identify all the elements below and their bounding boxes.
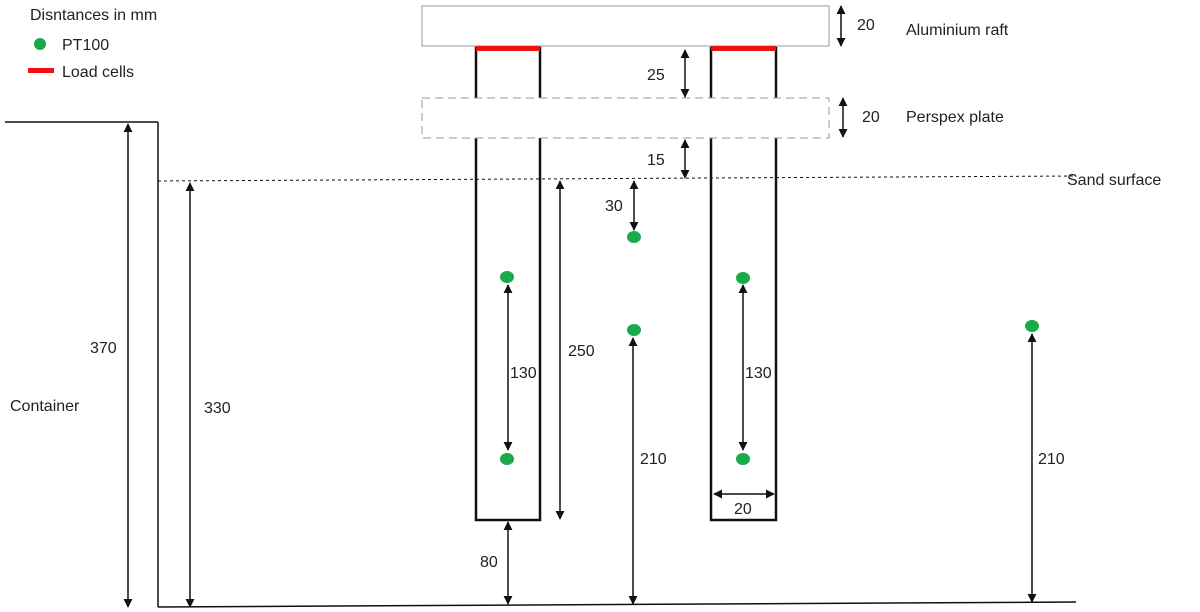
- sensor-left-top: [500, 271, 514, 283]
- raft-label: Aluminium raft: [906, 22, 1009, 39]
- container-label: Container: [10, 398, 80, 415]
- sand-surface-label: Sand surface: [1067, 172, 1161, 189]
- legend-sensor-label: PT100: [62, 37, 109, 54]
- sensor-mid-bottom: [627, 324, 641, 336]
- left-sensor-spacing-label: 130: [510, 365, 537, 382]
- load-cell-left: [476, 46, 540, 51]
- raft-plate-gap-label: 25: [647, 67, 665, 84]
- pile-tip-clearance-label: 80: [480, 554, 498, 571]
- pile-length-label: 250: [568, 343, 595, 360]
- sensor-legend-dot: [34, 38, 46, 50]
- sensor-depth-label: 30: [605, 198, 623, 215]
- sensor-far: [1025, 320, 1039, 332]
- load-cell-legend-swatch: [28, 68, 54, 73]
- pile-width-label: 20: [734, 501, 752, 518]
- sensor-right-bottom: [736, 453, 750, 465]
- perspex-plate: [421, 97, 830, 139]
- aluminium-raft: [421, 5, 830, 47]
- plate-label: Perspex plate: [906, 109, 1004, 126]
- plate-sand-gap-label: 15: [647, 152, 665, 169]
- legend-load-cell-label: Load cells: [62, 64, 134, 81]
- load-cell-right: [711, 46, 776, 51]
- sensor-mid-top: [627, 231, 641, 243]
- sand-surface-line: [157, 175, 1077, 182]
- container-height-label: 370: [90, 340, 117, 357]
- far-sensor-height-label: 210: [1038, 451, 1065, 468]
- sensor-left-bottom: [500, 453, 514, 465]
- container-outline: [5, 121, 1077, 608]
- mid-sensor-height-label: 210: [640, 451, 667, 468]
- raft-thickness-label: 20: [857, 17, 875, 34]
- sand-depth-label: 330: [204, 400, 231, 417]
- sensor-right-top: [736, 272, 750, 284]
- legend-title: Disntances in mm: [30, 7, 157, 24]
- right-sensor-spacing-label: 130: [745, 365, 772, 382]
- plate-thickness-label: 20: [862, 109, 880, 126]
